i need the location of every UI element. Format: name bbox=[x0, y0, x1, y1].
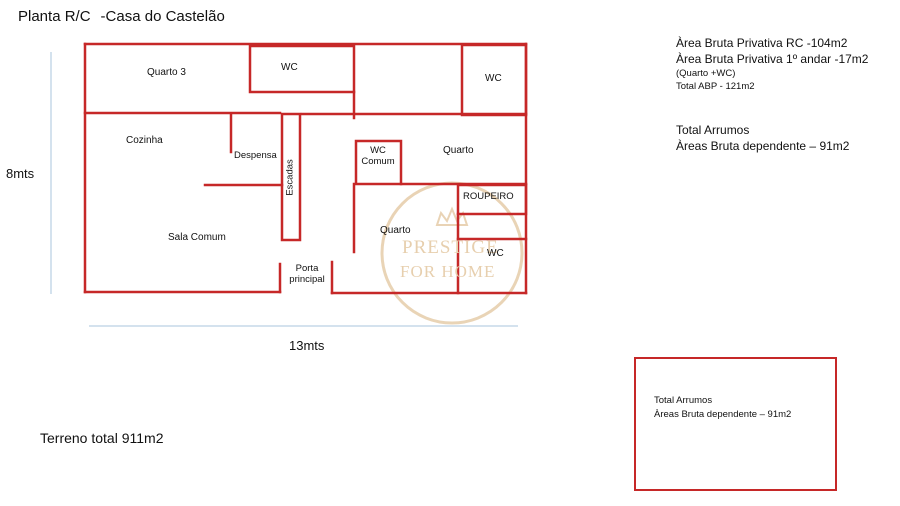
arrumos-box-title: Total Arrumos bbox=[654, 395, 713, 406]
room-wc-comum: WC Comum bbox=[359, 145, 397, 168]
area-rc: Àrea Bruta Privativa RC -104m2 bbox=[676, 36, 848, 50]
house-name: -Casa do Castelão bbox=[100, 8, 225, 25]
arrumos-title: Total Arrumos bbox=[676, 123, 750, 137]
dimension-lines bbox=[50, 52, 518, 327]
main-door-label: Porta principal bbox=[285, 263, 329, 286]
area-note: (Quarto +WC) bbox=[676, 68, 736, 79]
room-quarto-bottom: Quarto bbox=[380, 225, 411, 236]
terreno-total: Terreno total 911m2 bbox=[40, 430, 164, 446]
room-wc-bottom: WC bbox=[487, 248, 504, 259]
arrumos-box: Total Arrumos Àreas Bruta dependente – 9… bbox=[634, 357, 837, 491]
crown-icon bbox=[435, 206, 469, 226]
room-despensa: Despensa bbox=[234, 150, 277, 161]
watermark-line1: PRESTIGE bbox=[402, 237, 499, 258]
wc-comum-line1: WC bbox=[370, 145, 386, 156]
walls bbox=[83, 42, 528, 295]
room-wc-top: WC bbox=[281, 62, 298, 73]
room-cozinha: Cozinha bbox=[126, 135, 163, 146]
room-roupeiro: ROUPEIRO bbox=[463, 191, 514, 202]
area-first-floor: Àrea Bruta Privativa 1º andar -17m2 bbox=[676, 52, 869, 66]
watermark-line2: FOR HOME bbox=[400, 262, 496, 281]
porta-line1: Porta bbox=[295, 263, 319, 274]
room-quarto-right: Quarto bbox=[443, 145, 474, 156]
porta-line2: principal bbox=[289, 273, 325, 285]
width-label: 13mts bbox=[289, 338, 325, 353]
arrumos-box-value: Àreas Bruta dependente – 91m2 bbox=[654, 409, 792, 420]
room-escadas: Escadas bbox=[284, 159, 296, 196]
room-wc-right-top: WC bbox=[485, 73, 502, 84]
room-quarto-3: Quarto 3 bbox=[147, 67, 186, 78]
area-total: Total ABP - 121m2 bbox=[676, 81, 755, 92]
height-label: 8mts bbox=[6, 166, 35, 181]
room-sala-comum: Sala Comum bbox=[168, 232, 226, 243]
plan-title: Planta R/C -Casa do Castelão bbox=[18, 8, 225, 25]
plan-name: Planta R/C bbox=[18, 8, 91, 25]
wc-comum-line2: Comum bbox=[361, 155, 395, 167]
arrumos-value: Àreas Bruta dependente – 91m2 bbox=[676, 139, 850, 153]
